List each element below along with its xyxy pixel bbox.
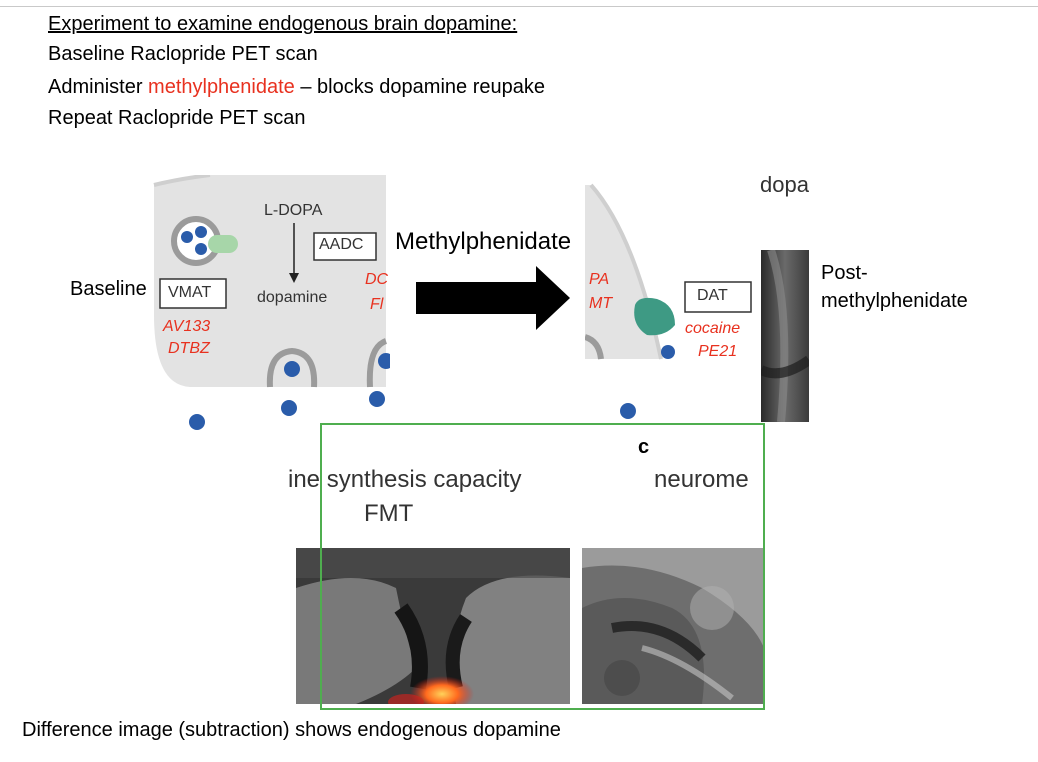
post-label-line2: methylphenidate [821,290,968,312]
dat-box [684,281,752,313]
arrow-label: Methylphenidate [395,228,572,255]
top-divider [0,6,1038,7]
right-arrow-icon [416,266,570,330]
cut-text-pa: PA [589,271,610,288]
aadc-box [313,232,377,261]
panel-letter-c: c [638,436,650,458]
fmt-brain-scan-image [296,548,570,704]
released-dopamine-dot [369,391,385,407]
cut-text-dc: DC [365,271,389,288]
dopamine-dot [195,243,207,255]
tracer-dtbz: DTBZ [168,340,210,357]
release-vesicle-partial [585,334,604,360]
post-terminal-diagram [585,183,752,419]
experiment-heading: Experiment to examine endogenous brain d… [48,13,518,35]
step-3-text: Repeat Raclopride PET scan [48,107,306,129]
step-2-suffix: – blocks dopamine reupake [294,76,545,98]
released-dopamine-dot [281,400,297,416]
bottom-title-1: ine synthesis capacity [288,466,522,493]
ldopa-label: L-DOPA [264,202,323,219]
step-2-prefix: Administer [48,76,149,98]
vmat-transporter-icon [208,235,238,253]
dat-label: DAT [697,287,728,304]
post-label-line1: Post- [821,262,868,284]
cut-text-fl: Fl [370,296,384,313]
dopamine-dot [284,361,300,377]
released-dopamine-dot [189,414,205,430]
highlight-frame [320,423,765,710]
post-brain-scan-image [761,250,809,422]
step-2-text: Administer methylphenidate – blocks dopa… [48,75,545,99]
bottom-title-2: neurome [654,466,749,493]
terminal-membrane-top [153,175,211,187]
baseline-terminal-diagram [153,175,390,430]
cut-text-dopa: dopa [760,172,809,197]
aadc-label: AADC [319,236,364,253]
caption: Difference image (subtraction) shows end… [22,719,561,741]
vmat-box [159,278,227,309]
bottom-title-1-sub: FMT [364,500,414,527]
dopamine-dot [661,345,675,359]
step-2-drug: methylphenidate [148,76,295,98]
tracer-pe21: PE21 [698,343,738,360]
dat-transporter-icon [634,297,675,336]
neuromelanin-brain-scan-image [582,548,764,704]
dopamine-label: dopamine [257,289,328,306]
synthesis-arrow-head [289,273,299,283]
baseline-label: Baseline [70,278,147,300]
cut-text-mt: MT [589,295,613,312]
dopamine-dot [181,231,193,243]
vmat-label: VMAT [168,284,212,301]
tracer-cocaine: cocaine [685,320,741,337]
step-1-text: Baseline Raclopride PET scan [48,43,318,65]
tracer-av133: AV133 [163,318,211,335]
released-dopamine-dot [620,403,636,419]
release-vesicle-partial [366,338,388,388]
dopamine-dot [378,353,390,369]
release-vesicle [266,347,318,388]
dopamine-dot [195,226,207,238]
